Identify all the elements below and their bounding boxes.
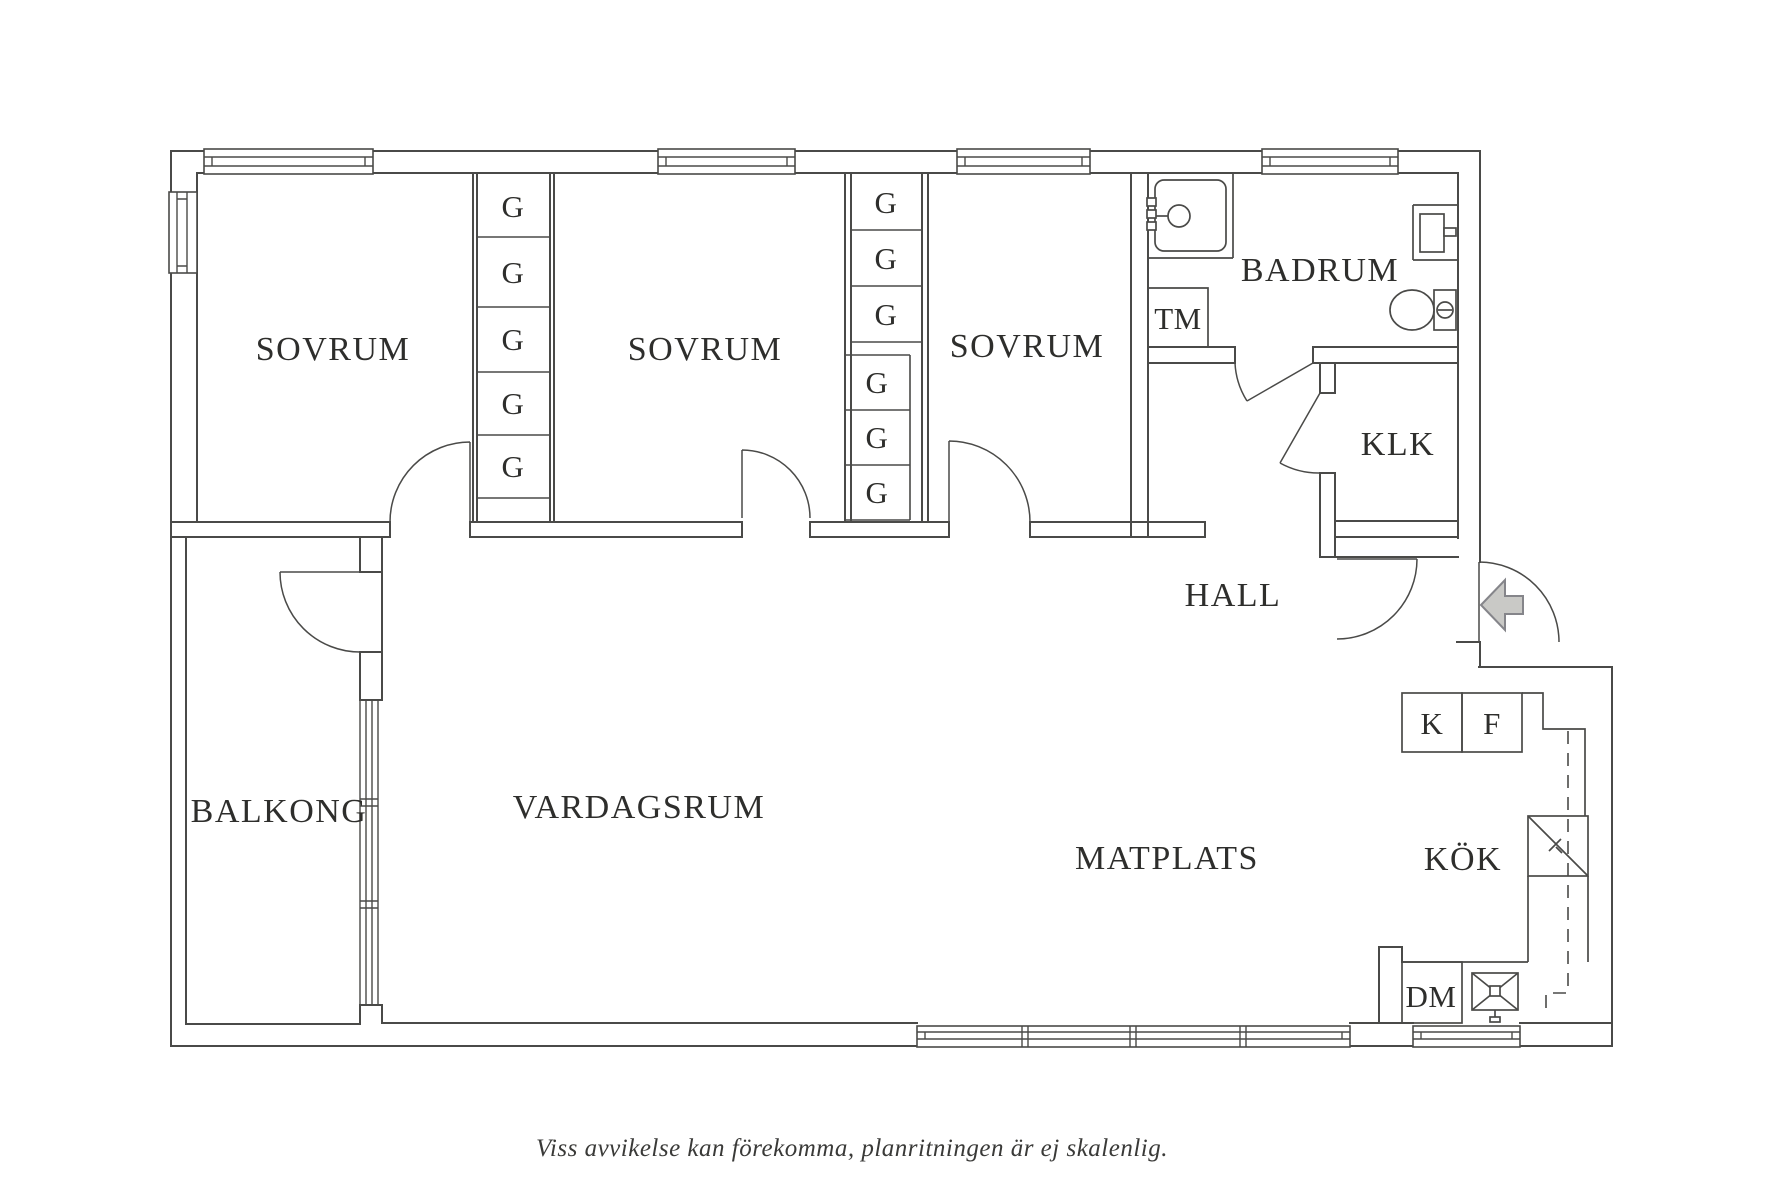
door-balcony bbox=[279, 571, 361, 653]
door-bathroom bbox=[1234, 362, 1314, 402]
window-bathroom bbox=[1261, 148, 1399, 175]
arrow-shape bbox=[1481, 580, 1523, 630]
wardrobe-labels: G G G G G G G G G G G bbox=[502, 185, 898, 510]
label-g: G bbox=[502, 449, 525, 484]
label-g: G bbox=[502, 386, 525, 421]
label-g: G bbox=[875, 185, 898, 220]
label-sovrum-2: SOVRUM bbox=[628, 331, 782, 368]
label-g: G bbox=[502, 255, 525, 290]
room-labels: SOVRUM SOVRUM SOVRUM BADRUM KLK HALL BAL… bbox=[191, 252, 1502, 878]
label-kok: KÖK bbox=[1424, 841, 1502, 878]
label-tm: TM bbox=[1154, 301, 1202, 336]
window-balcony bbox=[359, 700, 379, 1005]
disclaimer-text: Viss avvikelse kan förekomma, planritnin… bbox=[536, 1135, 1168, 1162]
label-g: G bbox=[866, 420, 889, 455]
door-bedroom-1 bbox=[389, 441, 471, 523]
label-badrum: BADRUM bbox=[1241, 252, 1399, 289]
stove-icon bbox=[1527, 815, 1589, 877]
window-bedroom-2 bbox=[657, 148, 796, 175]
wardrobe-column-1 bbox=[477, 172, 550, 499]
label-f: F bbox=[1483, 706, 1501, 741]
wardrobe-column-2-upper bbox=[851, 172, 922, 343]
windows bbox=[168, 148, 1521, 1048]
window-livingroom-bottom bbox=[916, 1025, 1351, 1048]
fixture-labels: TM K F DM bbox=[1154, 301, 1501, 1014]
door-klk bbox=[1279, 392, 1321, 474]
toilet-icon bbox=[1389, 289, 1457, 331]
label-g: G bbox=[875, 241, 898, 276]
label-dm: DM bbox=[1406, 979, 1457, 1014]
label-hall: HALL bbox=[1185, 577, 1282, 614]
entrance-arrow-icon bbox=[1479, 577, 1524, 633]
label-balkong: BALKONG bbox=[191, 793, 368, 830]
window-bedroom-1 bbox=[203, 148, 374, 175]
kitchen-sink-icon bbox=[1471, 972, 1519, 1023]
inner-walls bbox=[170, 172, 1459, 1024]
label-klk: KLK bbox=[1361, 426, 1435, 463]
washing-machine-box bbox=[1148, 287, 1209, 347]
label-k: K bbox=[1421, 706, 1444, 741]
label-sovrum-1: SOVRUM bbox=[256, 331, 410, 368]
window-bedroom-3 bbox=[956, 148, 1091, 175]
wardrobe-column-2-lower bbox=[845, 354, 911, 521]
arrow-outline bbox=[1479, 577, 1524, 633]
door-entrance bbox=[1478, 561, 1560, 643]
label-sovrum-3: SOVRUM bbox=[950, 328, 1104, 365]
shower-icon bbox=[1146, 173, 1234, 259]
outer-walls bbox=[170, 150, 1613, 1047]
label-vardagsrum: VARDAGSRUM bbox=[513, 789, 765, 826]
counter-dashed-line bbox=[1545, 731, 1569, 1016]
door-bedroom-3 bbox=[948, 440, 1031, 523]
window-bedroom-1-left bbox=[168, 191, 198, 274]
counter-edge bbox=[1402, 692, 1589, 963]
label-matplats: MATPLATS bbox=[1075, 840, 1259, 877]
washbasin-icon bbox=[1412, 204, 1458, 261]
door-hall-inner bbox=[1336, 558, 1418, 640]
doors bbox=[279, 362, 1560, 653]
kitchen-fixtures bbox=[1401, 692, 1589, 1024]
label-g: G bbox=[502, 322, 525, 357]
label-g: G bbox=[875, 297, 898, 332]
bathroom-fixtures bbox=[1146, 173, 1458, 347]
door-bedroom-2 bbox=[741, 449, 811, 519]
label-g: G bbox=[502, 189, 525, 224]
freezer-box bbox=[1461, 692, 1523, 753]
label-g: G bbox=[866, 365, 889, 400]
label-g: G bbox=[866, 475, 889, 510]
window-kitchen bbox=[1412, 1025, 1521, 1048]
